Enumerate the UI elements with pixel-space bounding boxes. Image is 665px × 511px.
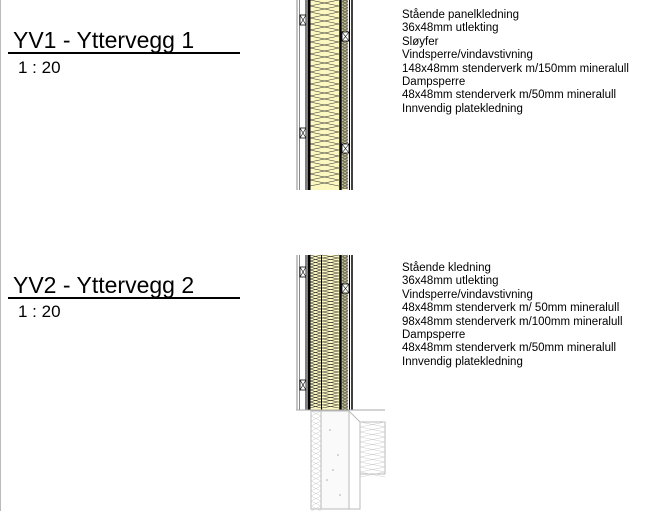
ground-hatch — [359, 461, 386, 468]
batten-cross — [299, 379, 307, 391]
layer-note: Innvendig platekledning — [402, 355, 523, 368]
layer-notes: Stående panelkledning 36x48mm utlekting … — [402, 9, 629, 116]
foundation-hatch — [310, 465, 322, 472]
foundation-edge — [348, 410, 361, 510]
layer-note: Vindsperre/vindavstivning — [402, 288, 533, 301]
insulation-hatch — [321, 254, 340, 409]
foundation-hatch — [310, 410, 322, 417]
foundation-hatch — [310, 495, 322, 502]
insulation-hatch — [341, 0, 349, 190]
detail-scale: 1 : 20 — [18, 58, 61, 77]
ground-hatch — [359, 446, 386, 453]
layer-note: 36x48mm utlekting — [402, 275, 499, 288]
insulation-hatch — [308, 254, 323, 409]
ground-hatch — [359, 421, 386, 428]
insulation-fill — [310, 255, 321, 410]
ground-hatch — [359, 441, 386, 448]
batten-cross — [299, 266, 307, 278]
layer-note: Stående panelkledning — [402, 9, 520, 21]
layer-note: Dampsperre — [402, 76, 466, 89]
foundation-hatch — [310, 470, 322, 477]
ground-insulation — [359, 421, 386, 475]
layer-note: 48x48mm stenderverk m/50mm mineralull — [402, 89, 617, 102]
layer-note: Dampsperre — [402, 329, 466, 342]
foundation-hatch — [310, 455, 322, 462]
ground-hatch — [359, 451, 386, 458]
layer-note: 98x48mm stenderverk m/100mm mineralull — [402, 315, 623, 328]
batten-cross — [341, 143, 350, 154]
concrete-dot — [332, 469, 334, 471]
ground-hatch — [359, 456, 386, 463]
foundation-hatch — [310, 480, 322, 487]
foundation-hatch — [310, 460, 322, 467]
batten-cross — [299, 14, 307, 26]
foundation-hatch — [310, 415, 322, 422]
layer-note: 36x48mm utlekting — [402, 22, 499, 35]
detail-title[interactable]: YV1 - Yttervegg 1 — [13, 27, 195, 53]
concrete-dot — [339, 494, 341, 496]
foundation-hatch — [310, 445, 322, 452]
foundation-hatch — [310, 475, 322, 482]
layer-note: 48x48mm stenderverk m/ 50mm mineralull — [402, 302, 620, 315]
layer-note: Vindsperre/vindavstivning — [402, 49, 533, 62]
layer-note: Innvendig platekledning — [402, 102, 523, 115]
title-underline — [8, 297, 240, 299]
ground-hatch — [359, 471, 386, 478]
viewport-border — [0, 0, 1, 511]
detail-scale: 1 : 20 — [18, 302, 61, 321]
concrete-dot — [337, 454, 339, 456]
foundation-hatch — [310, 440, 322, 447]
foundation-hatch — [310, 425, 322, 432]
insulation-hatch — [309, 0, 340, 187]
foundation-hatch — [310, 430, 322, 437]
foundation-hatch — [310, 420, 322, 427]
ground-hatch — [359, 466, 386, 473]
foundation-concrete — [320, 410, 350, 510]
concrete-dot — [329, 429, 331, 431]
concrete-dot — [326, 479, 328, 481]
foundation-hatch — [310, 490, 322, 497]
ground-hatch — [359, 436, 386, 443]
batten-cross — [299, 127, 307, 139]
layer-note: 148x48mm stenderverk m/150mm mineralull — [402, 62, 629, 75]
foundation-hatch — [310, 450, 322, 457]
title-underline — [8, 52, 240, 54]
insulation-hatch — [341, 254, 349, 410]
foundation-hatch — [310, 485, 322, 492]
foundation-hatch — [310, 435, 322, 442]
ground-hatch — [359, 426, 386, 433]
layer-notes: Stående kledning 36x48mm utlekting Vinds… — [402, 262, 623, 369]
detail-title[interactable]: YV2 - Yttervegg 2 — [13, 272, 195, 298]
foundation-hatch — [310, 505, 322, 511]
batten-cross — [341, 31, 350, 42]
layer-note: 48x48mm stenderverk m/50mm mineralull — [402, 342, 617, 355]
layer-note: Stående kledning — [402, 262, 491, 274]
layer-note: Sløyfer — [402, 35, 439, 48]
insulation-hatch — [341, 0, 349, 190]
ground-hatch — [359, 431, 386, 438]
foundation-hatch — [310, 500, 322, 507]
batten-cross — [341, 283, 350, 294]
